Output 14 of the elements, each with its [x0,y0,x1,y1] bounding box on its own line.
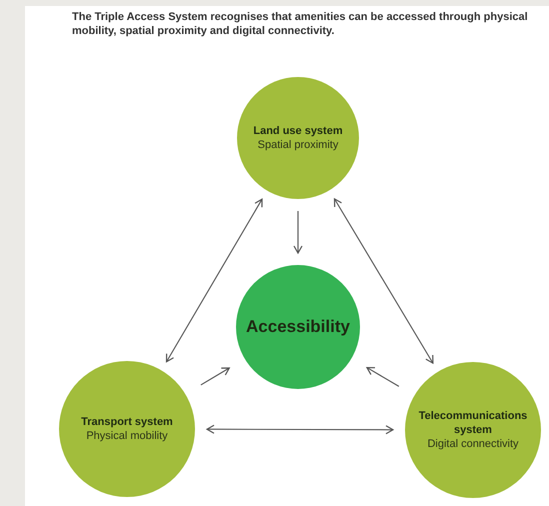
circle-heading: Accessibility [245,316,351,338]
arrow [206,424,394,434]
arrow [166,198,263,362]
circle-subtitle: Spatial proximity [256,138,340,152]
arrow [293,211,303,254]
circle-subtitle: Physical mobility [85,429,169,443]
arrow [366,366,400,387]
circle-heading: Telecommunications system [418,409,528,437]
circle-subtitle: Digital connectivity [426,437,520,451]
arrow [334,198,434,364]
arrow [200,367,230,386]
circle-heading: Transport system [80,415,174,429]
title: The Triple Access System recognises that amenities can be accessed through physical mobility, spatial proximity and digital connectivity. [72,10,529,38]
circle-heading: Land use system [252,124,344,138]
